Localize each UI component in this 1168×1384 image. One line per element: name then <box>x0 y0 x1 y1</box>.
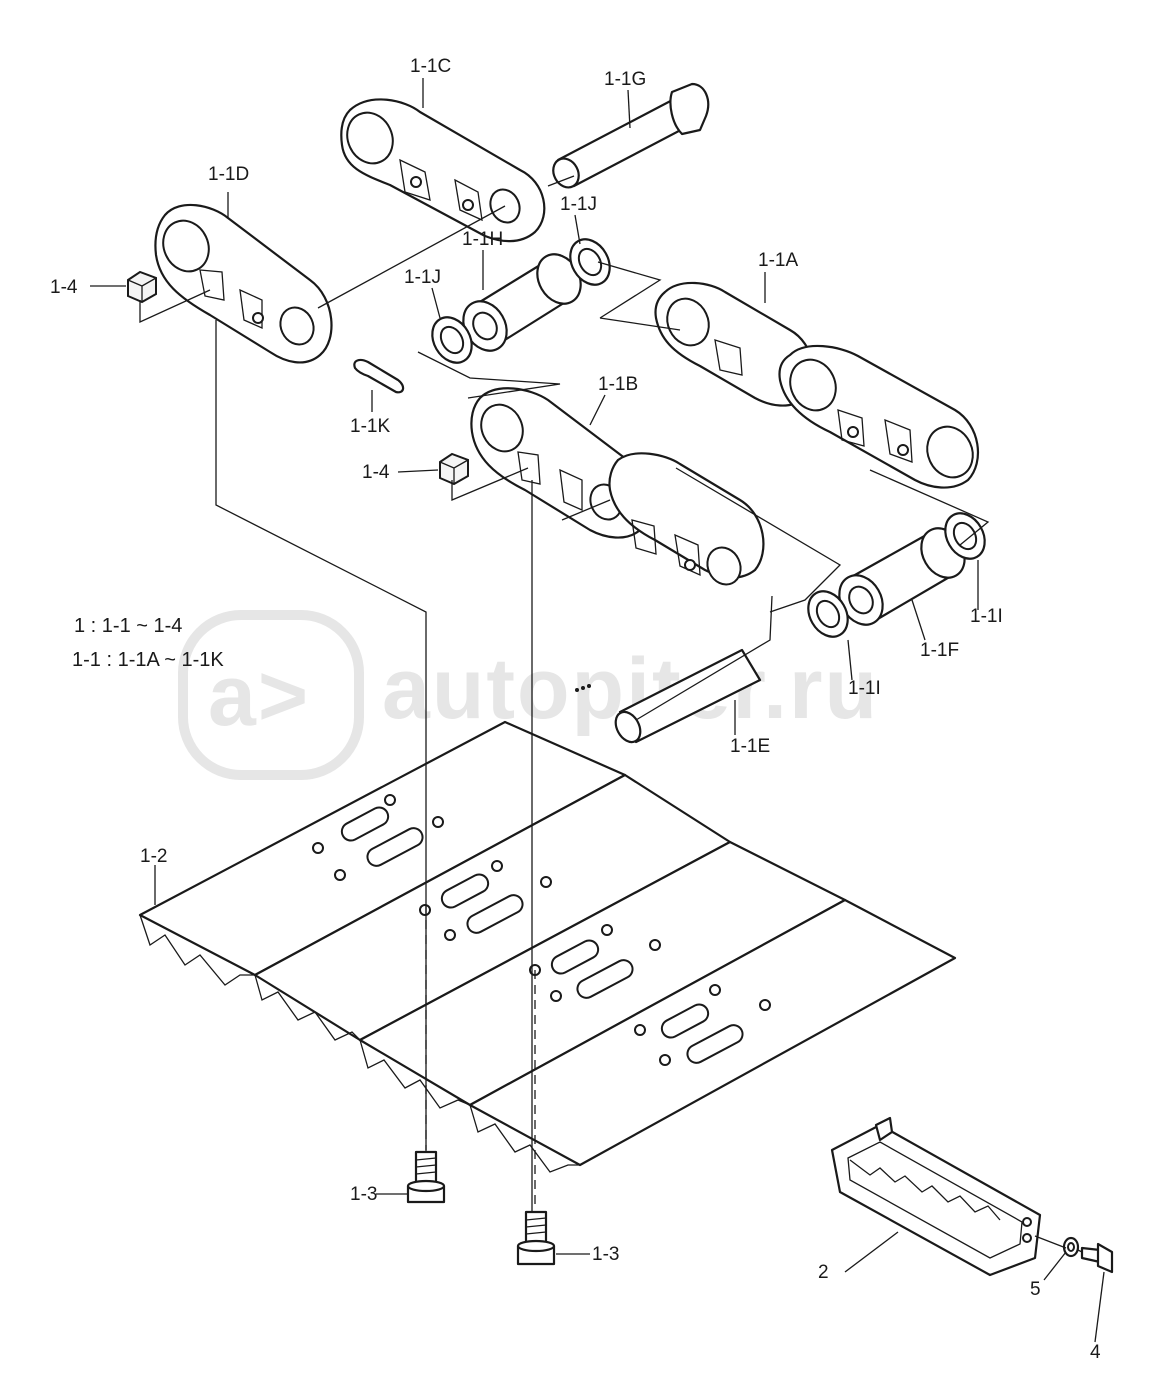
part-link-1-1B <box>470 387 765 586</box>
part-link-1-1C <box>340 98 546 243</box>
callout-5: 5 <box>1030 1279 1041 1300</box>
callout-1-2: 1-2 <box>140 846 167 867</box>
part-pin-1-1E <box>575 648 762 744</box>
legend-line-2: 1-1 : 1-1A ~ 1-1K <box>72 649 224 671</box>
callout-1-1G: 1-1G <box>604 69 646 90</box>
part-spring-pin-1-1K <box>353 358 405 394</box>
part-seal-1-1J-top <box>569 238 611 286</box>
assembly-lines <box>90 78 1105 1343</box>
part-bushing-1-1F <box>838 527 966 626</box>
legend: 1 : 1-1 ~ 1-4 1-1 : 1-1A ~ 1-1K <box>72 615 224 671</box>
part-seal-1-1I-right <box>944 512 986 560</box>
callout-4: 4 <box>1090 1342 1101 1363</box>
part-link-1-1A <box>654 281 980 489</box>
callout-1-1D: 1-1D <box>208 164 249 185</box>
part-bolt-1-3-left <box>406 1150 446 1204</box>
callout-2: 2 <box>818 1262 829 1283</box>
watermark-logo-badge <box>178 610 364 780</box>
callout-1-3-left: 1-3 <box>350 1184 377 1205</box>
callout-1-1I-right: 1-1I <box>970 606 1003 627</box>
callout-1-1B: 1-1B <box>598 374 638 395</box>
part-step-2 <box>830 1116 1042 1277</box>
watermark-logo-glyph: a> <box>208 648 310 744</box>
part-seal-1-1J-left <box>431 316 473 364</box>
part-pin-1-1G <box>552 82 710 189</box>
part-nut-1-4-top <box>127 270 157 304</box>
callout-1-1A: 1-1A <box>758 250 798 271</box>
part-track-shoes-1-2 <box>138 720 957 1173</box>
part-nut-1-4-mid <box>439 452 469 486</box>
callout-1-4-mid: 1-4 <box>362 462 390 483</box>
part-bolt-1-3-right <box>516 1210 556 1266</box>
callout-1-4-top: 1-4 <box>50 277 78 298</box>
part-seal-1-1I-bottom <box>807 590 849 638</box>
callout-1-1C: 1-1C <box>410 56 451 77</box>
callout-1-1H: 1-1H <box>462 229 503 250</box>
callout-1-3-right: 1-3 <box>592 1244 619 1265</box>
part-bushing-1-1H <box>462 253 582 352</box>
callout-1-1I-bottom: 1-1I <box>848 678 881 699</box>
part-washer-5 <box>1062 1236 1080 1258</box>
callout-1-1K: 1-1K <box>350 416 390 437</box>
callouts: 1-1C 1-1G 1-1D 1-1J 1-1H 1-1J 1-1A 1-4 1… <box>50 56 1101 1363</box>
callout-1-1F: 1-1F <box>920 640 959 661</box>
callout-1-1E: 1-1E <box>730 736 770 757</box>
callout-1-1J-top: 1-1J <box>560 194 597 215</box>
legend-line-1: 1 : 1-1 ~ 1-4 <box>74 615 182 637</box>
part-link-1-1D <box>154 203 333 364</box>
part-bolt-4 <box>1080 1242 1114 1274</box>
callout-1-1J-left: 1-1J <box>404 267 441 288</box>
